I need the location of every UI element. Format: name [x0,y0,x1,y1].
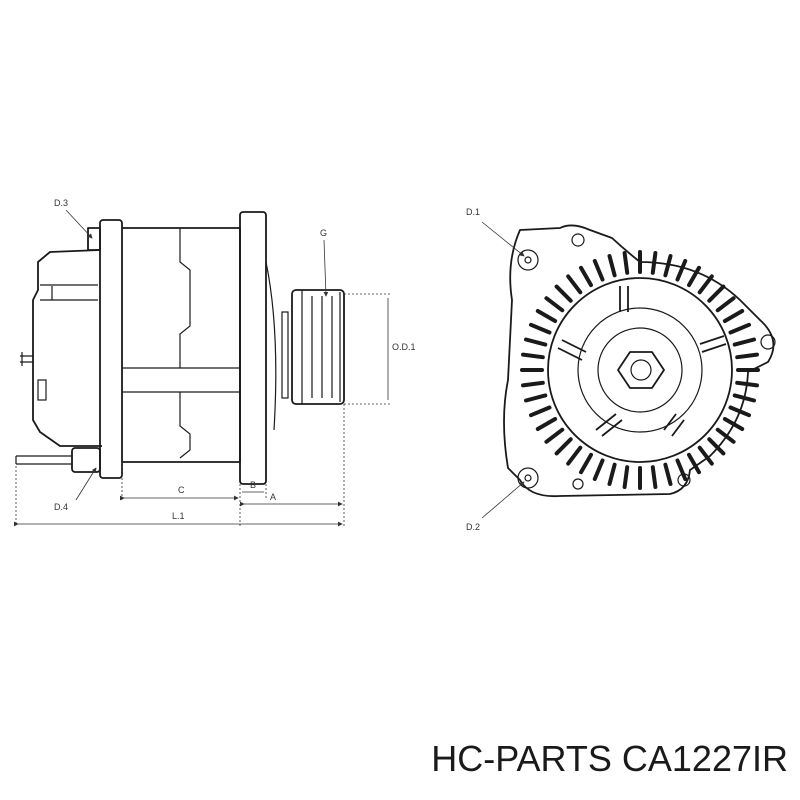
label-d1: D.1 [466,207,480,217]
vent-slot [544,427,565,444]
vent-slot [622,251,630,275]
vent-slot [607,254,617,278]
pulley-face [577,307,703,433]
front-view [503,224,776,498]
label-a: A [270,492,276,502]
vent-slot [521,352,545,360]
vent-slot [521,380,545,388]
vent-slot [566,274,583,295]
vent-slot [697,274,714,295]
label-d4: D.4 [54,502,68,512]
vent-slot [524,337,548,347]
vent-slot [524,393,548,403]
vent-slot [554,284,573,303]
vent-slot [722,417,745,431]
pulley [291,289,345,405]
side-view [15,211,345,485]
vent-slot [566,445,583,466]
vent-slot [529,322,552,335]
vent-slot [728,322,751,335]
label-g: G [320,228,327,238]
vent-slot [607,462,617,486]
label-l1: L.1 [172,511,185,521]
label-b: B [250,480,256,490]
product-caption: HC-PARTS CA1227IR [431,738,788,779]
vent-slot [675,259,688,282]
d3-bracket [87,227,101,251]
label-c: C [178,485,185,495]
vent-slot [592,259,605,282]
terminal-stud [20,352,33,366]
vent-slot [663,462,673,486]
vent-slot [529,405,552,418]
vent-slot [732,393,756,403]
front-housing-outline [503,224,775,498]
vent-slot [715,296,736,313]
vent-slot [650,251,658,275]
hex-nut [617,351,665,389]
d4-terminal [15,455,72,465]
vent-slot [579,452,593,475]
vent-slot [687,452,701,475]
vent-slot [722,309,745,323]
vent-slot [544,296,565,313]
vent-slot [554,437,573,456]
ear-d2 [517,467,539,489]
label-d3: D.3 [54,198,68,208]
ear-d1 [517,249,539,271]
label-od1: O.D.1 [392,342,416,352]
vent-slot [663,254,673,278]
label-d2: D.2 [466,522,480,532]
vent-slot [735,380,759,388]
vent-slot [592,458,605,481]
vent-slot [687,265,701,288]
rear-housing [99,219,123,479]
vent-slot [579,265,593,288]
vent-slot [622,465,630,489]
center-housing [547,277,733,463]
vent-slot [650,465,658,489]
vent-slot [535,417,558,431]
vent-slot [675,458,688,481]
vent-slot [697,445,714,466]
vent-slot [707,284,726,303]
vent-slot [732,337,756,347]
vent-slot [715,427,736,444]
ventilation-slots [520,250,760,490]
vent-slot [728,405,751,418]
rear-cover [32,249,102,447]
front-housing [239,211,267,485]
vent-slot [707,437,726,456]
vent-slot [535,309,558,323]
vent-slot [735,352,759,360]
